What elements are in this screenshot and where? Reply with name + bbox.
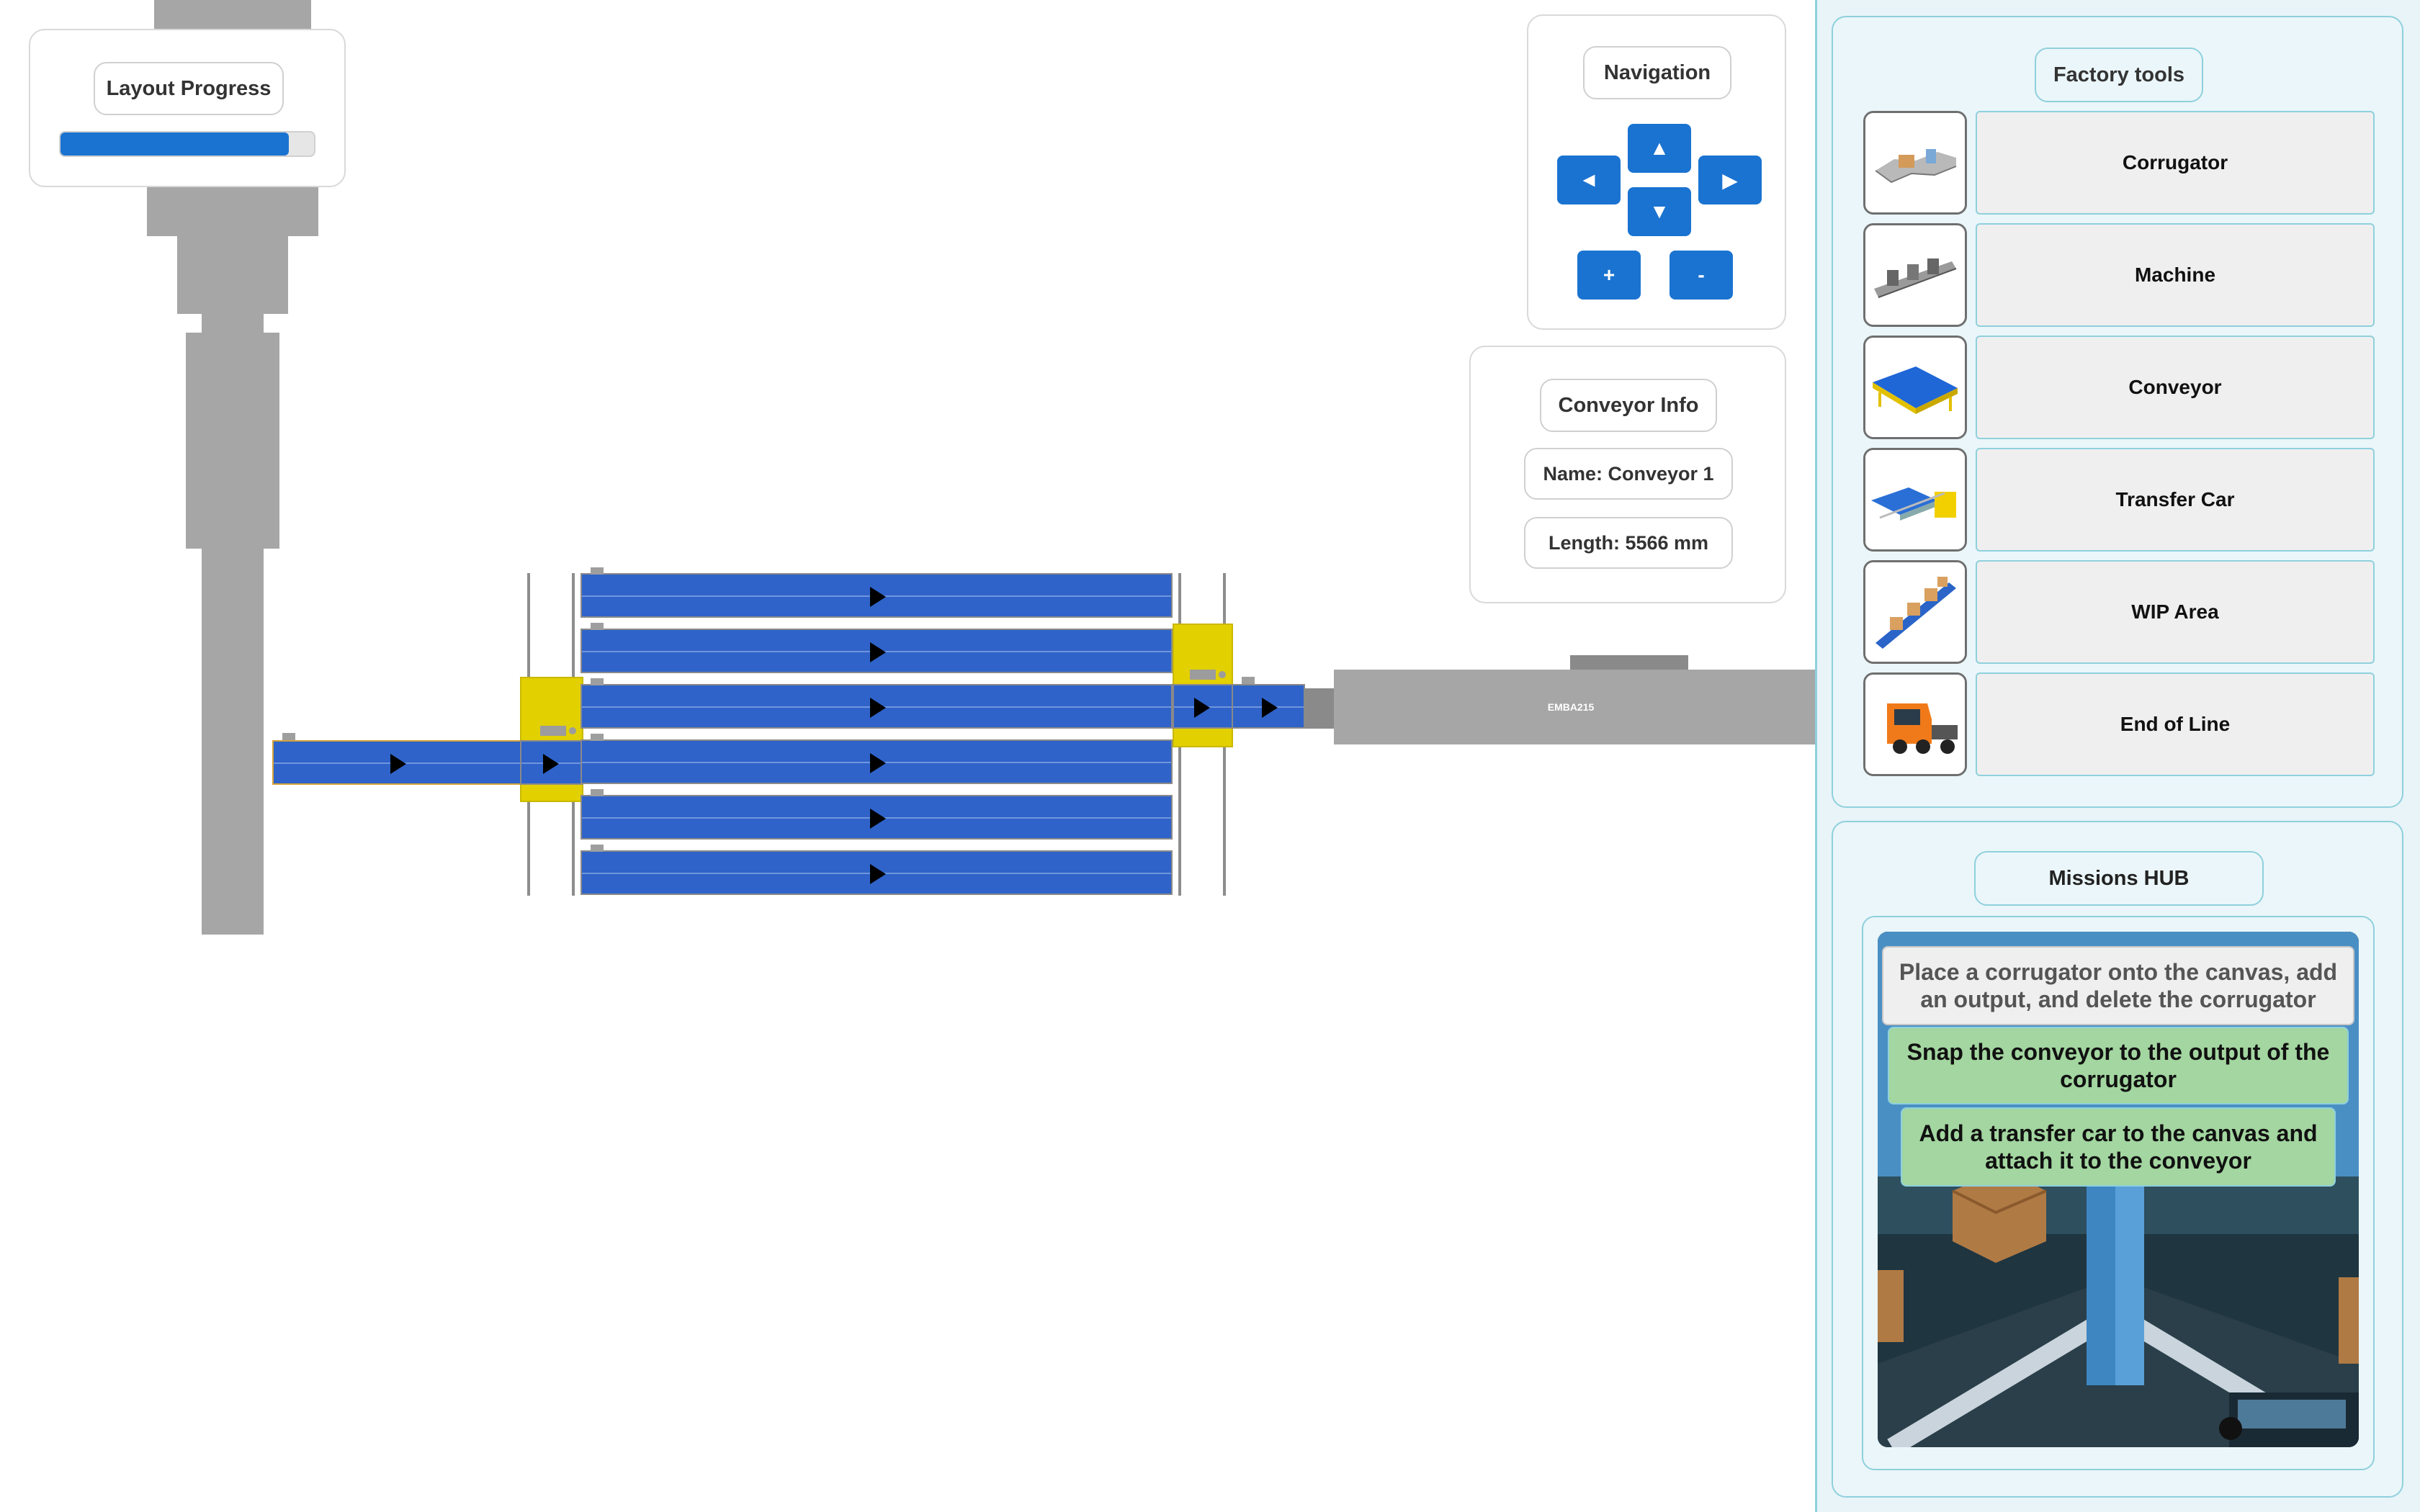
zoom-out-button[interactable]: - — [1670, 251, 1733, 300]
navigation-title: Navigation — [1583, 46, 1731, 99]
direction-arrow-icon — [870, 587, 886, 607]
conveyor-output[interactable] — [1232, 684, 1305, 729]
tool-corrugator-button[interactable]: Corrugator — [1976, 111, 2375, 215]
truck-thumbnail[interactable] — [1863, 672, 1967, 776]
conveyor-thumbnail[interactable] — [1863, 336, 1967, 439]
transfer-car-thumbnail[interactable] — [1863, 448, 1967, 552]
conveyor-length: Length: 5566 mm — [1524, 517, 1733, 569]
mission-item-2: Snap the conveyor to the output of the c… — [1888, 1027, 2349, 1104]
tool-wip-area-button[interactable]: WIP Area — [1976, 560, 2375, 664]
missions-hub-title: Missions HUB — [1974, 851, 2264, 906]
direction-arrow-icon — [870, 809, 886, 829]
buffer-conveyor-1[interactable] — [581, 573, 1173, 618]
pan-right-button[interactable]: ▶ — [1698, 156, 1762, 204]
sidebar: Factory tools Corrugator Machine Conveyo… — [1815, 0, 2420, 1512]
wip-area-thumbnail[interactable] — [1863, 560, 1967, 664]
direction-arrow-icon — [870, 864, 886, 884]
pan-left-button[interactable]: ◄ — [1557, 156, 1621, 204]
direction-arrow-icon — [870, 698, 886, 718]
tool-conveyor-button[interactable]: Conveyor — [1976, 336, 2375, 439]
zoom-in-button[interactable]: + — [1577, 251, 1641, 300]
machine-thumbnail[interactable] — [1863, 223, 1967, 327]
direction-arrow-icon — [390, 754, 406, 774]
mission-item-3: Add a transfer car to the canvas and att… — [1901, 1107, 2336, 1187]
navigation-panel: Navigation ▲ ◄ ▶ ▼ + - — [1527, 14, 1786, 330]
pan-down-button[interactable]: ▼ — [1628, 187, 1691, 236]
factory-tools-panel: Factory tools Corrugator Machine Conveyo… — [1832, 16, 2403, 808]
layout-progress-bar — [59, 131, 315, 157]
tool-end-of-line-button[interactable]: End of Line — [1976, 672, 2375, 776]
layout-progress-panel: Layout Progress — [29, 29, 346, 187]
buffer-conveyor-2[interactable] — [581, 629, 1173, 673]
layout-progress-title: Layout Progress — [94, 62, 284, 115]
missions-hub-panel: Missions HUB — [1832, 821, 2403, 1498]
direction-arrow-icon — [1194, 698, 1210, 718]
pan-up-button[interactable]: ▲ — [1628, 124, 1691, 173]
direction-arrow-icon — [543, 754, 559, 774]
corrugator-thumbnail[interactable] — [1863, 111, 1967, 215]
buffer-conveyor-6[interactable] — [581, 850, 1173, 895]
mission-item-1: Place a corrugator onto the canvas, add … — [1882, 946, 2354, 1025]
transfer-car-left-belt[interactable] — [520, 740, 583, 785]
factory-tools-title: Factory tools — [2035, 48, 2203, 102]
buffer-conveyor-3[interactable] — [581, 684, 1173, 729]
tool-transfer-car-button[interactable]: Transfer Car — [1976, 448, 2375, 552]
tool-machine-button[interactable]: Machine — [1976, 223, 2375, 327]
direction-arrow-icon — [870, 642, 886, 662]
conveyor-end-cap — [1305, 688, 1334, 729]
conveyor-info-title: Conveyor Info — [1540, 379, 1717, 432]
direction-arrow-icon — [1262, 698, 1278, 718]
machine-emba215[interactable]: EMBA215 — [1334, 655, 1815, 744]
conveyor-info-panel: Conveyor Info Name: Conveyor 1 Length: 5… — [1469, 346, 1786, 603]
layout-progress-fill — [60, 132, 289, 156]
buffer-conveyor-4[interactable] — [581, 739, 1173, 784]
machine-label: EMBA215 — [1547, 701, 1595, 713]
buffer-conveyor-5[interactable] — [581, 795, 1173, 840]
conveyor-name: Name: Conveyor 1 — [1524, 448, 1733, 500]
transfer-car-right-belt[interactable] — [1173, 684, 1233, 729]
direction-arrow-icon — [870, 753, 886, 773]
missions-list: Place a corrugator onto the canvas, add … — [1862, 916, 2375, 1470]
